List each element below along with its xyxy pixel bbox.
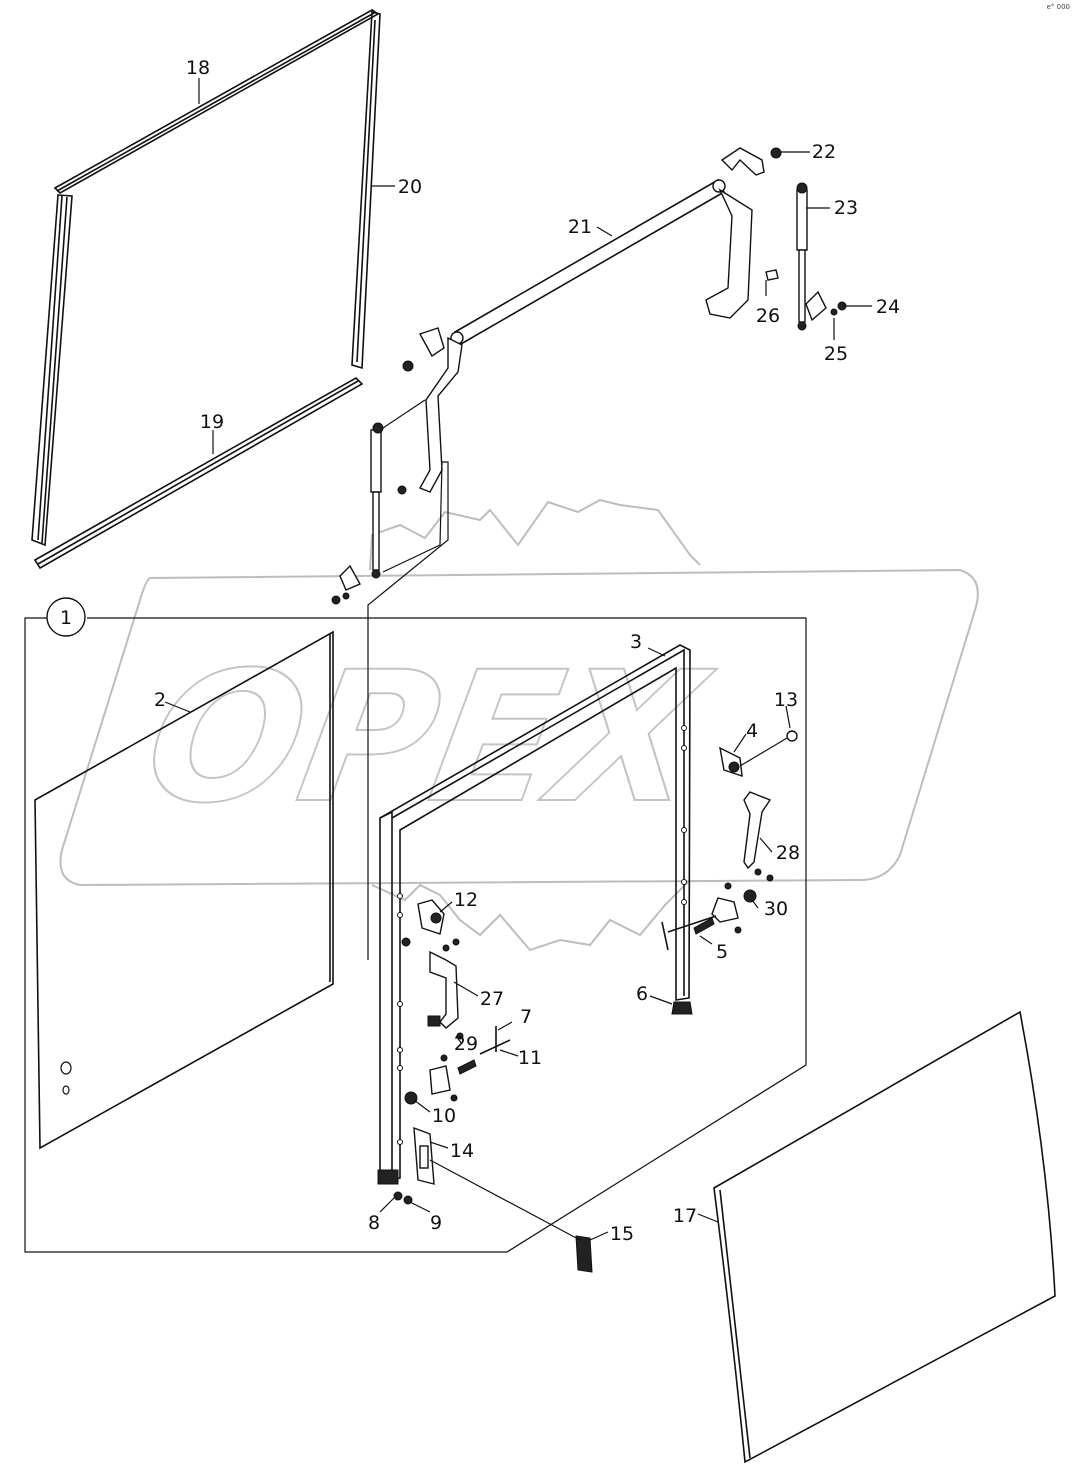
callout-6: 6 xyxy=(636,983,648,1005)
callout-18: 18 xyxy=(186,57,210,79)
assembly-number: 1 xyxy=(60,607,72,629)
callout-3: 3 xyxy=(630,631,642,653)
callout-15: 15 xyxy=(610,1223,634,1245)
callout-13: 13 xyxy=(774,689,798,711)
callout-14: 14 xyxy=(450,1140,474,1162)
door-hardware xyxy=(377,730,798,1273)
callout-2: 2 xyxy=(154,689,166,711)
seal-frame xyxy=(31,9,381,570)
callout-5: 5 xyxy=(716,941,728,963)
callout-8: 8 xyxy=(368,1212,380,1234)
support-rod-assembly xyxy=(331,147,847,960)
callout-7: 7 xyxy=(520,1006,532,1028)
corner-code: e° 000 xyxy=(1046,3,1070,11)
callout-12: 12 xyxy=(454,889,478,911)
callout-4: 4 xyxy=(746,720,758,742)
assembly-number-circle xyxy=(46,597,86,637)
callout-23: 23 xyxy=(834,197,858,219)
watermark-text: OPEX xyxy=(132,633,724,842)
callout-25: 25 xyxy=(824,343,848,365)
door-glass-panel xyxy=(34,630,334,1150)
callout-labels: 18 20 22 21 23 26 24 25 19 2 3 13 4 28 1… xyxy=(154,57,900,1245)
callout-21: 21 xyxy=(568,216,592,238)
callout-9: 9 xyxy=(430,1212,442,1234)
callout-19: 19 xyxy=(200,411,224,433)
callout-11: 11 xyxy=(518,1047,542,1069)
callout-10: 10 xyxy=(432,1105,456,1127)
callout-20: 20 xyxy=(398,176,422,198)
callout-22: 22 xyxy=(812,141,836,163)
callout-26: 26 xyxy=(756,305,780,327)
callout-leaders xyxy=(164,78,872,1241)
rear-glass-panel xyxy=(713,1010,1056,1464)
callout-29: 29 xyxy=(454,1033,478,1055)
callout-27: 27 xyxy=(480,988,504,1010)
callout-17: 17 xyxy=(673,1205,697,1227)
opex-watermark: OPEX xyxy=(59,498,979,952)
callout-30: 30 xyxy=(764,898,788,920)
callout-24: 24 xyxy=(876,296,900,318)
assembly-1-outline: 1 xyxy=(24,597,807,1253)
callout-28: 28 xyxy=(776,842,800,864)
